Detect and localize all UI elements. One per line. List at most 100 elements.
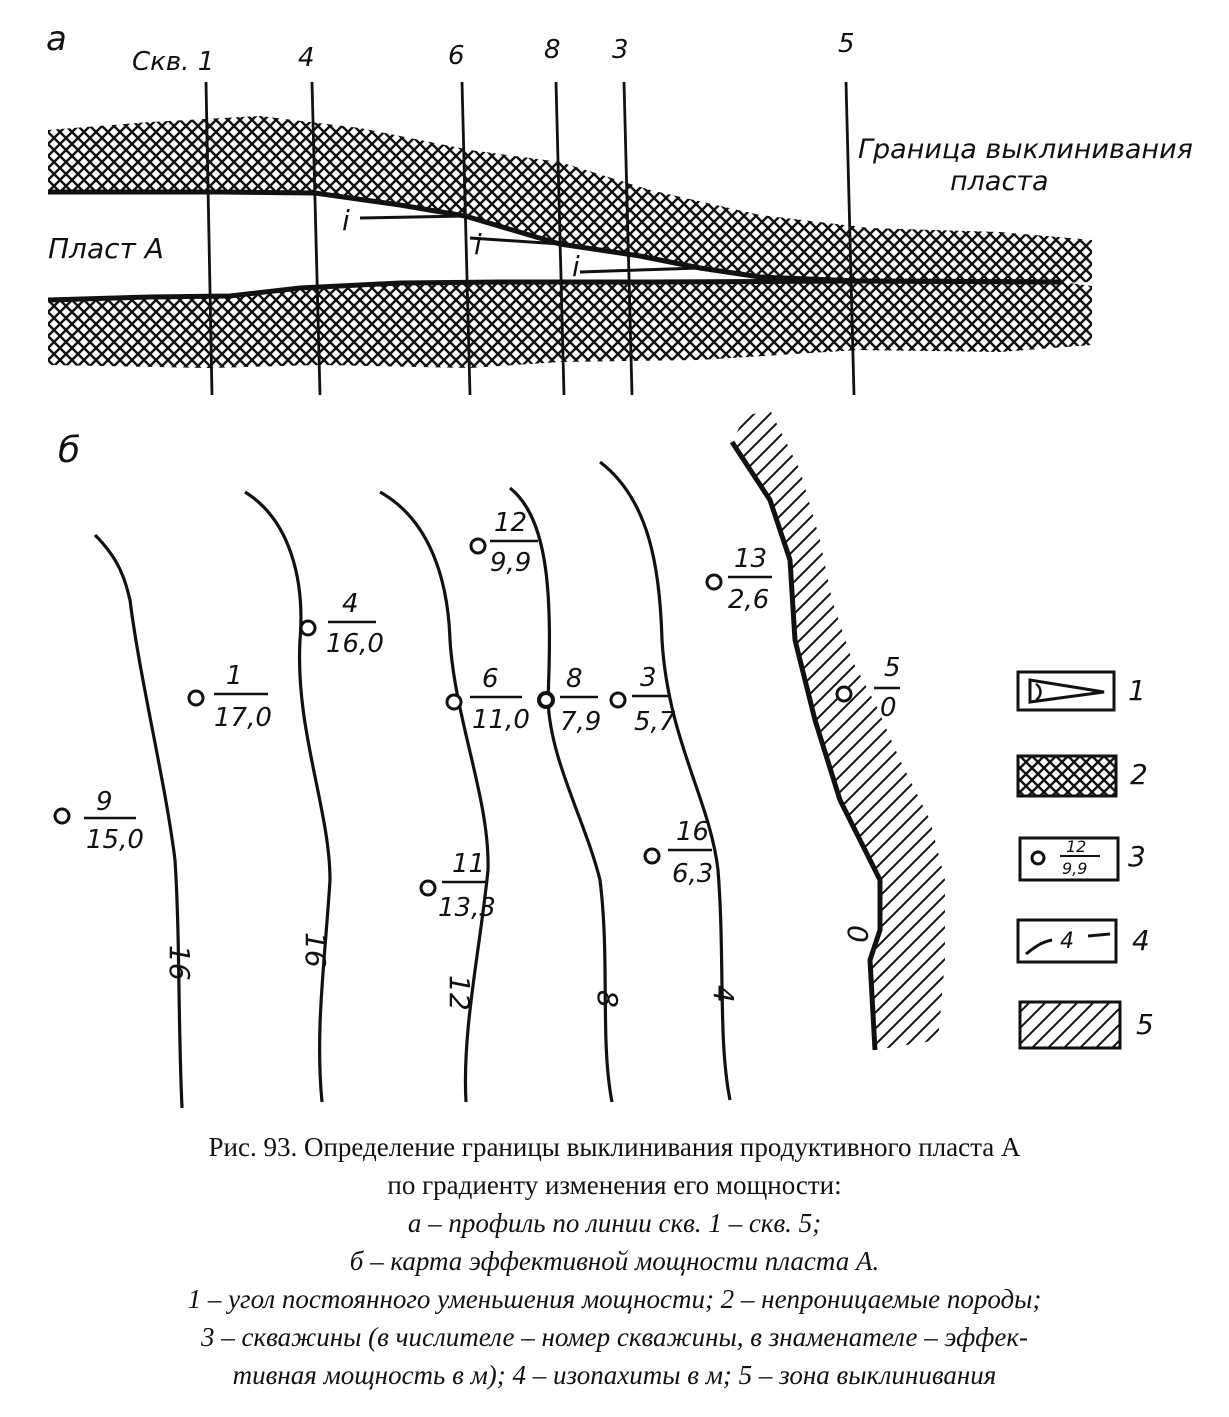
isopach-16-left <box>93 533 184 1109</box>
caption-line-5: 1 – угол постоянного уменьшения мощности… <box>187 1284 1042 1314</box>
well-label-3: 3 <box>612 35 629 65</box>
legend-number-1: 1 <box>1128 674 1146 707</box>
legend-item-5: 5 <box>1018 1000 1154 1050</box>
angle-mark-1: i <box>342 204 350 237</box>
well-16-number: 16 <box>676 817 709 847</box>
well-13: 13 2,6 <box>705 544 772 615</box>
well-5-thickness: 0 <box>880 693 897 723</box>
isopach-symbol-icon <box>1025 932 1111 956</box>
well-label-4: 4 <box>298 43 315 73</box>
legend-number-5: 5 <box>1136 1008 1154 1041</box>
isopach-label-0: 0 <box>841 925 874 943</box>
well-8-thickness: 7,9 <box>560 707 601 737</box>
well-8: 8 7,9 <box>537 664 601 737</box>
map-wells: 12 9,9 13 2,6 4 16,0 1 17,0 <box>53 508 901 923</box>
legend-sample-isopach: 4 <box>1060 929 1074 954</box>
well-label-1: Скв. 1 <box>132 47 214 77</box>
legend-number-2: 2 <box>1130 758 1148 791</box>
isopach-label-16-right: 16 <box>299 932 332 968</box>
well-3-thickness: 5,7 <box>634 707 676 737</box>
well-line-6 <box>460 81 472 396</box>
well-6: 6 11,0 <box>445 664 530 735</box>
angle-mark-3: i <box>572 250 580 283</box>
well-label-6: 6 <box>448 41 465 71</box>
legend: 1 2 12 9,9 3 4 4 5 <box>1016 670 1154 1050</box>
well-12: 12 9,9 <box>469 508 538 578</box>
legend-number-4: 4 <box>1132 924 1150 957</box>
well-4: 4 16,0 <box>299 589 384 659</box>
well-label-8: 8 <box>544 35 561 65</box>
well-8-number: 8 <box>566 664 583 694</box>
well-3-number: 3 <box>640 663 657 693</box>
well-4-number: 4 <box>342 589 359 619</box>
well-13-thickness: 2,6 <box>728 585 769 615</box>
well-16-thickness: 6,3 <box>672 859 713 889</box>
angle-symbol-icon <box>1028 678 1105 704</box>
well-1: 1 17,0 <box>187 661 272 733</box>
well-5-number: 5 <box>884 653 901 683</box>
well-label-5: 5 <box>838 29 855 59</box>
well-16: 16 6,3 <box>643 817 713 889</box>
caption-line-4: б – карта эффективной мощности пласта А. <box>349 1246 880 1276</box>
figure: а i i i Скв. 1 4 6 8 <box>46 19 1193 1109</box>
isopach-label-16-left: 16 <box>163 945 196 981</box>
caption-line-6: 3 – скважины (в числителе – номер скважи… <box>200 1322 1029 1352</box>
well-4-thickness: 16,0 <box>326 629 384 659</box>
well-line-1 <box>204 81 214 396</box>
well-symbol-icon <box>1030 850 1046 866</box>
boundary-label-line1: Граница выклинивания <box>858 134 1193 165</box>
well-1-thickness: 17,0 <box>214 703 272 733</box>
well-3: 3 5,7 <box>609 663 676 737</box>
legend-item-4: 4 4 <box>1016 918 1150 964</box>
profile-section: а i i i Скв. 1 4 6 8 <box>46 19 1193 396</box>
isopach-12 <box>379 490 490 1103</box>
legend-item-1: 1 <box>1016 670 1146 712</box>
well-line-5 <box>844 81 856 396</box>
well-11: 11 13,3 <box>419 849 496 923</box>
legend-sample-value: 9,9 <box>1062 859 1087 878</box>
well-5: 5 0 <box>835 653 901 723</box>
layer-label: Пласт А <box>48 232 164 265</box>
well-13-number: 13 <box>734 544 767 574</box>
upper-impermeable-rocks <box>48 116 1092 283</box>
well-1-number: 1 <box>226 661 243 691</box>
legend-number-3: 3 <box>1128 840 1146 873</box>
legend-sample-number: 12 <box>1066 837 1086 856</box>
boundary-label-line2: пласта <box>950 166 1049 197</box>
isopach-16-right <box>244 490 332 1103</box>
well-11-number: 11 <box>452 849 485 879</box>
profile-panel-label: а <box>46 19 67 59</box>
reservoir-bottom-line <box>47 278 1063 303</box>
angle-marks <box>359 214 701 274</box>
caption-line-2: по градиенту изменения его мощности: <box>387 1170 842 1200</box>
map-panel-label: б <box>58 430 80 471</box>
legend-item-3: 12 9,9 3 <box>1018 836 1146 882</box>
well-6-number: 6 <box>482 664 499 694</box>
well-line-4 <box>310 81 322 396</box>
well-12-number: 12 <box>494 508 527 538</box>
well-lines <box>204 81 856 396</box>
well-6-thickness: 11,0 <box>472 705 530 735</box>
map-section: б 16 16 12 8 4 0 12 9,9 <box>53 410 945 1109</box>
angle-mark-2: i <box>474 228 482 261</box>
well-12-thickness: 9,9 <box>490 548 531 578</box>
figure-caption: Рис. 93. Определение границы выклинивани… <box>0 1128 1229 1394</box>
isopach-8 <box>508 486 614 1103</box>
well-9-number: 9 <box>96 787 113 817</box>
well-9: 9 15,0 <box>53 787 144 855</box>
well-9-thickness: 15,0 <box>86 825 144 855</box>
isopach-4 <box>599 460 732 1101</box>
isopach-label-4: 4 <box>707 985 740 1003</box>
well-line-3 <box>622 81 634 396</box>
caption-line-7: тивная мощность в м); 4 – изопахиты в м;… <box>232 1360 997 1390</box>
isopach-label-8: 8 <box>591 990 624 1008</box>
pinch-out-zone <box>732 410 945 1050</box>
isopach-lines <box>93 460 732 1109</box>
well-11-thickness: 13,3 <box>438 893 496 923</box>
well-labels: Скв. 1 4 6 8 3 5 <box>132 29 855 77</box>
isopach-label-12: 12 <box>443 975 476 1011</box>
isopach-labels: 16 16 12 8 4 0 <box>163 925 874 1011</box>
isopach-0 <box>729 440 883 1051</box>
well-line-8 <box>554 81 566 396</box>
caption-line-3: а – профиль по линии скв. 1 – скв. 5; <box>407 1208 822 1238</box>
